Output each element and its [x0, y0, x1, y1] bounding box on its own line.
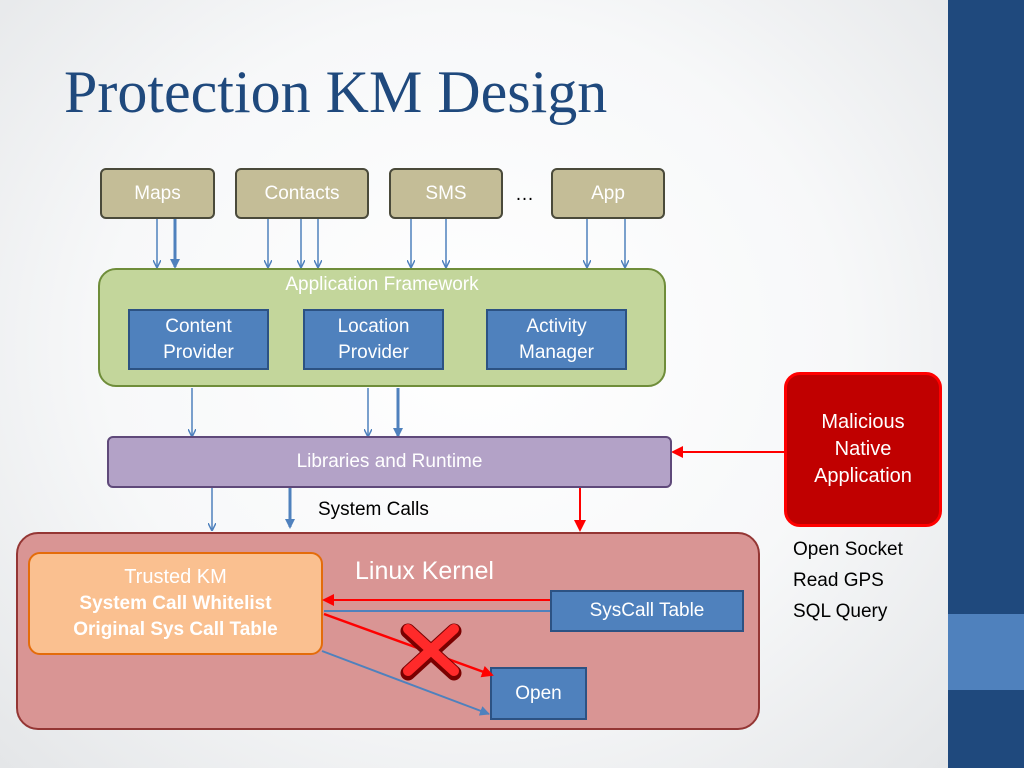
libraries-and-runtime-label: Libraries and Runtime: [296, 451, 483, 473]
malicious-native-application-label: Malicious Native Application: [814, 411, 912, 487]
app-contacts: Contacts: [235, 168, 369, 219]
activity-manager: Activity Manager: [486, 309, 627, 370]
syscall-table: SysCall Table: [550, 590, 744, 632]
original-sys-call-table: Original Sys Call Table: [73, 619, 278, 640]
app-contacts-label: Contacts: [264, 182, 340, 204]
syscall-table-label: SysCall Table: [589, 600, 705, 622]
open-syscall: Open: [490, 667, 587, 720]
apps-ellipsis: …: [515, 184, 534, 205]
content-provider-label: Content Provider: [163, 315, 234, 363]
trusted-km-title: Trusted KM: [124, 566, 227, 589]
location-provider: Location Provider: [303, 309, 444, 370]
arrow-trusted-to-open-blocked: [323, 612, 494, 678]
open-syscall-label: Open: [515, 682, 562, 704]
sidebar-accent-block: [948, 614, 1024, 690]
malicious-action-open-socket: Open Socket: [793, 539, 903, 560]
location-provider-label: Location Provider: [337, 315, 410, 363]
app-generic: App: [551, 168, 665, 219]
slide-title: Protection KM Design: [64, 59, 608, 125]
activity-manager-label: Activity Manager: [519, 315, 594, 363]
system-calls-label: System Calls: [318, 499, 429, 520]
kernel-arrow-layer: [321, 594, 550, 716]
app-sms-label: SMS: [425, 182, 467, 204]
content-provider: Content Provider: [128, 309, 269, 370]
application-framework-label: Application Framework: [285, 274, 479, 295]
arrow-layer: [0, 219, 786, 532]
trusted-km: Trusted KM System Call Whitelist Origina…: [28, 552, 323, 655]
libraries-and-runtime: Libraries and Runtime: [107, 436, 672, 488]
app-maps-label: Maps: [134, 182, 181, 204]
app-sms: SMS: [389, 168, 503, 219]
system-call-whitelist: System Call Whitelist: [79, 593, 272, 615]
linux-kernel-label: Linux Kernel: [355, 557, 494, 585]
malicious-action-read-gps: Read GPS: [793, 570, 884, 591]
red-x-icon: [400, 623, 462, 681]
app-generic-label: App: [591, 182, 625, 204]
arrow-trusted-to-open: [321, 650, 490, 716]
malicious-action-sql-query: SQL Query: [793, 601, 888, 622]
app-maps: Maps: [100, 168, 215, 219]
malicious-native-application: Malicious Native Application: [784, 372, 942, 527]
